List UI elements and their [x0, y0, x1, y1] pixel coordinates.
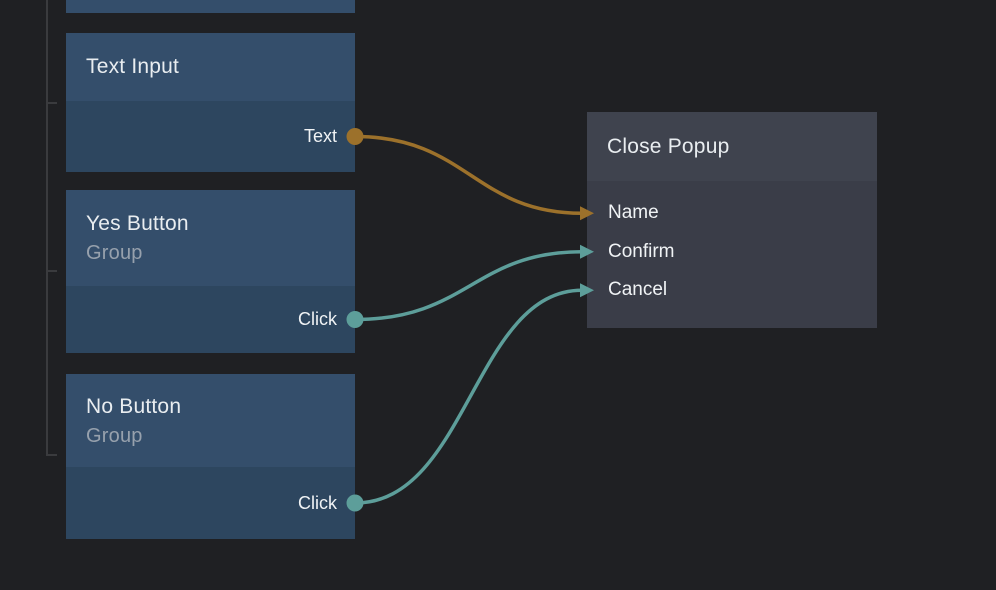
node-subtitle: Group [86, 242, 143, 264]
node-header[interactable]: Close Popup [587, 112, 877, 181]
hierarchy-tick-text-input [46, 102, 57, 104]
node-title: No Button [86, 394, 182, 418]
hierarchy-line-vertical [46, 0, 48, 456]
connection-wire[interactable] [353, 134, 584, 215]
port-label: Click [298, 309, 337, 329]
output-port-text[interactable]: Text [66, 101, 355, 172]
hierarchy-corner-no-button [46, 454, 57, 456]
node-title: Yes Button [86, 212, 189, 235]
port-label: Name [608, 202, 659, 224]
input-port-confirm[interactable]: Confirm [608, 233, 877, 272]
node-inputs: Name Confirm Cancel [587, 181, 877, 328]
input-port-cancel[interactable]: Cancel [608, 271, 877, 310]
node-header[interactable]: Text Input [66, 33, 355, 101]
node-header[interactable]: Yes Button Group [66, 190, 355, 286]
port-label: Text [303, 126, 337, 146]
port-label: Click [298, 492, 337, 513]
node-yes-button[interactable]: Yes Button Group Click [66, 190, 355, 353]
connection-wire[interactable] [353, 288, 584, 505]
node-header[interactable]: No Button Group [66, 374, 355, 467]
connection-wire[interactable] [353, 250, 584, 322]
node-title: Close Popup [607, 134, 730, 158]
node-no-button[interactable]: No Button Group Click [66, 374, 355, 539]
node-text-input[interactable]: Text Input Text [66, 33, 355, 172]
node-subtitle: Group [86, 424, 143, 447]
hierarchy-tick-yes-button [46, 270, 57, 272]
node-clipped-top[interactable] [66, 0, 355, 13]
output-port-click[interactable]: Click [66, 286, 355, 353]
port-label: Confirm [608, 240, 675, 262]
node-title: Text Input [86, 55, 180, 78]
output-port-click[interactable]: Click [66, 467, 355, 539]
port-label: Cancel [608, 279, 668, 301]
node-close-popup[interactable]: Close Popup Name Confirm Cancel [587, 112, 877, 328]
input-port-name[interactable]: Name [608, 194, 877, 233]
